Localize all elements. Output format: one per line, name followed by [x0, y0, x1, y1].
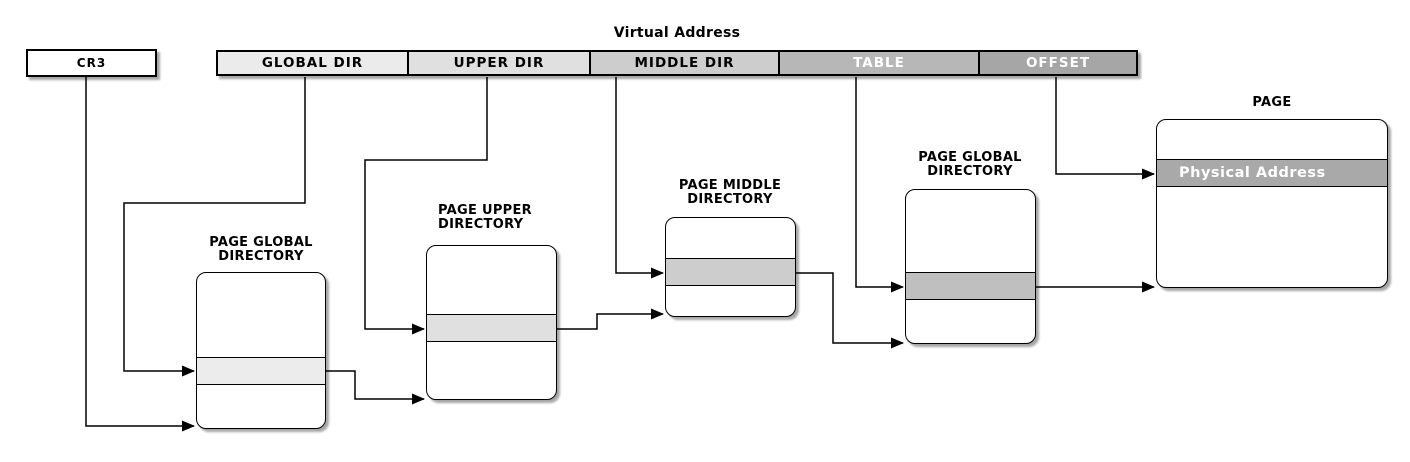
connector-pgd-to-pud — [326, 370, 425, 405]
segment-offset: OFFSET — [978, 52, 1136, 74]
connector-pmd-to-pt — [796, 272, 904, 349]
page-middle-directory-title: PAGE MIDDLE DIRECTORY — [678, 178, 782, 207]
connector-pud-to-pmd — [557, 308, 664, 330]
page-upper-directory-title: PAGE UPPER DIRECTORY — [438, 203, 532, 232]
segment-global-dir: GLOBAL DIR — [218, 52, 407, 74]
pmd-selected-entry — [666, 258, 795, 286]
page-box: Physical Address — [1156, 119, 1388, 288]
page-middle-directory-box — [665, 217, 796, 317]
page-global-directory-title: PAGE GLOBAL DIRECTORY — [209, 235, 313, 264]
page-title: PAGE — [1252, 95, 1292, 110]
segment-upper-dir: UPPER DIR — [407, 52, 589, 74]
connector-cr3-to-pgd — [85, 77, 195, 432]
virtual-address-title: Virtual Address — [613, 25, 741, 41]
connector-middledir-to-pmd-row — [615, 77, 664, 279]
page-table-box — [905, 189, 1036, 344]
page-table-title: PAGE GLOBAL DIRECTORY — [918, 150, 1022, 179]
cr3-label: CR3 — [76, 56, 107, 70]
connector-table-to-pt-row — [855, 77, 904, 293]
segment-middle-dir: MIDDLE DIR — [589, 52, 778, 74]
cr3-register-box: CR3 — [26, 49, 157, 77]
pgd-selected-entry — [197, 357, 325, 385]
connector-offset-to-physical-address — [1055, 77, 1155, 180]
physical-address-label: Physical Address — [1179, 165, 1326, 181]
physical-address-row: Physical Address — [1157, 159, 1387, 187]
page-global-directory-box — [196, 272, 326, 429]
virtual-address-bar: GLOBAL DIR UPPER DIR MIDDLE DIR TABLE OF… — [216, 50, 1138, 76]
page-upper-directory-box — [426, 245, 557, 400]
segment-table: TABLE — [778, 52, 978, 74]
pud-selected-entry — [427, 314, 556, 342]
pt-selected-entry — [906, 272, 1035, 300]
